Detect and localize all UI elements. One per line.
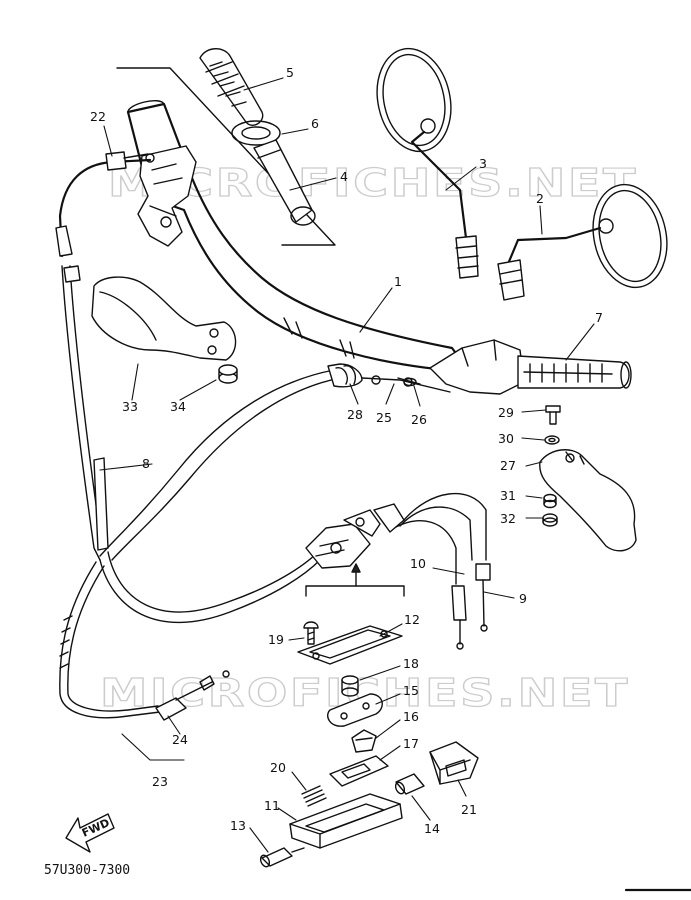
leader-lines xyxy=(99,77,595,853)
hand-guard-left xyxy=(91,276,237,361)
callout-9: 9 xyxy=(519,591,527,606)
mirror-right xyxy=(497,183,668,301)
cable-main-throttle xyxy=(99,363,451,561)
diagram-code: 57U300-7300 xyxy=(44,863,130,878)
callout-23: 23 xyxy=(152,774,168,789)
callout-2: 2 xyxy=(536,191,544,206)
left-switch-housing xyxy=(137,145,197,247)
callout-33: 33 xyxy=(122,399,138,414)
throttle-tube xyxy=(253,139,316,226)
callout-1: 1 xyxy=(394,274,402,289)
cable-end-22 xyxy=(105,151,155,171)
callout-12: 12 xyxy=(404,612,420,627)
callout-24: 24 xyxy=(172,732,188,747)
nut-32 xyxy=(542,513,558,527)
switch-housing-11 xyxy=(289,793,403,849)
grip-collar xyxy=(231,120,281,146)
callout-31: 31 xyxy=(500,488,516,503)
callout-16: 16 xyxy=(403,709,419,724)
contact-plate-15 xyxy=(326,693,383,727)
knob-13 xyxy=(259,847,305,868)
callout-22: 22 xyxy=(90,109,106,124)
callout-17: 17 xyxy=(403,736,419,751)
callout-30: 30 xyxy=(498,431,514,446)
spring-20 xyxy=(301,785,327,807)
callout-21: 21 xyxy=(461,802,477,817)
button-18 xyxy=(341,675,359,697)
callout-19: 19 xyxy=(268,632,284,647)
hand-guard-right xyxy=(539,449,637,552)
callout-25: 25 xyxy=(376,410,392,425)
screw-19 xyxy=(303,621,319,645)
callout-32: 32 xyxy=(500,511,516,526)
switch-element-17 xyxy=(329,755,389,787)
callout-4: 4 xyxy=(340,169,348,184)
callout-7: 7 xyxy=(595,310,603,325)
knob-16 xyxy=(351,729,377,753)
callout-14: 14 xyxy=(424,821,440,836)
left-grip xyxy=(199,48,264,126)
cable-clutch xyxy=(55,158,321,624)
callouts: 1 2 3 4 5 6 7 8 9 10 11 12 13 14 15 16 1… xyxy=(90,65,603,836)
cover-plate-12 xyxy=(297,625,403,665)
throttle-cables xyxy=(393,492,491,650)
callout-6: 6 xyxy=(311,116,319,131)
cable-23 xyxy=(59,561,230,721)
callout-27: 27 xyxy=(500,458,516,473)
callout-11: 11 xyxy=(264,798,280,813)
throttle-housing xyxy=(429,339,525,395)
callout-28: 28 xyxy=(347,407,363,422)
callout-15: 15 xyxy=(403,683,419,698)
callout-34: 34 xyxy=(170,399,186,414)
callout-18: 18 xyxy=(403,656,419,671)
grip-exploded-bracket xyxy=(116,67,336,246)
right-grip xyxy=(517,355,632,389)
cable-junction xyxy=(305,503,405,569)
watermark-top: MICROFICHES.NET xyxy=(108,161,638,205)
callout-3: 3 xyxy=(479,156,487,171)
callout-8: 8 xyxy=(142,456,150,471)
mirror-left xyxy=(376,47,479,279)
callout-10: 10 xyxy=(410,556,426,571)
collar-31 xyxy=(543,493,557,509)
callout-20: 20 xyxy=(270,760,286,775)
rubber-boot-14 xyxy=(394,773,425,795)
callout-29: 29 xyxy=(498,405,514,420)
callout-26: 26 xyxy=(411,412,427,427)
nut-34 xyxy=(218,364,238,384)
fwd-arrow: FWD xyxy=(65,813,115,853)
callout-13: 13 xyxy=(230,818,246,833)
callout-5: 5 xyxy=(286,65,294,80)
exploded-bracket xyxy=(305,563,405,597)
washer-30 xyxy=(544,435,560,445)
switch-cover-21 xyxy=(429,741,479,785)
bolt-29 xyxy=(545,405,561,425)
